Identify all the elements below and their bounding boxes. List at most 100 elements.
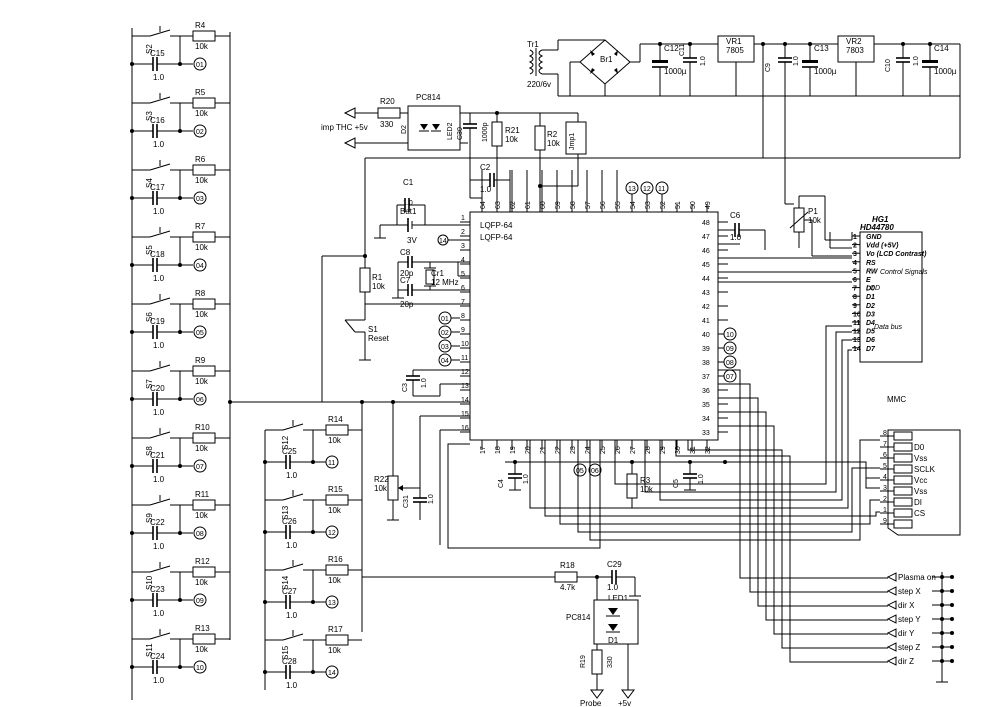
p1-value: 10k — [808, 216, 822, 225]
mcu-pin-number: 6 — [461, 285, 465, 292]
net-label: 01 — [196, 62, 204, 69]
resistor-label: R14 — [328, 415, 343, 424]
c12-label: C12 — [664, 44, 679, 53]
r2-value: 10k — [547, 139, 561, 148]
c2-label: C2 — [480, 163, 491, 172]
switch-label: S6 — [145, 312, 154, 322]
switch-contact — [149, 230, 171, 238]
net-marker — [325, 525, 339, 539]
plus5v-label: +5v — [618, 699, 631, 707]
resistor-value: 10k — [328, 506, 342, 515]
mmc-pin-number: 7 — [883, 441, 887, 448]
resistor-label: R12 — [195, 557, 210, 566]
pullup-resistor — [192, 164, 216, 176]
resistor-value: 10k — [195, 444, 209, 453]
mcu-pin-number: 22 — [555, 446, 562, 454]
net-marker — [193, 191, 207, 205]
mmc-pin-number: 6 — [883, 452, 887, 459]
resistor-value: 10k — [195, 42, 209, 51]
c10-label: C10 — [885, 59, 892, 72]
switch-label: S10 — [145, 575, 154, 590]
mcu-pin-number: 12 — [461, 369, 469, 376]
mmc-pin-name: SCLK — [914, 465, 936, 474]
switch-label: S8 — [145, 446, 154, 456]
led1-label: LED1 — [608, 594, 629, 603]
bus-wiring — [447, 325, 888, 663]
c6-label: C6 — [730, 211, 741, 220]
tr1-value: 220/6v — [527, 80, 551, 89]
net-marker — [325, 665, 339, 679]
net-label: 05 — [196, 330, 204, 337]
mcu-pin-number: 45 — [702, 262, 710, 269]
mmc-title: MMC — [887, 395, 906, 404]
jmp1-label: Jmp1 — [569, 133, 576, 150]
resistor-value: 10k — [195, 310, 209, 319]
mcu-pin-number: 41 — [702, 318, 710, 325]
lcd-pin-name: D6 — [866, 337, 875, 344]
cr1-value: 12 MHz — [431, 278, 459, 287]
c4-value: 1.0 — [523, 474, 530, 484]
lcd-pin-name: D7 — [866, 346, 876, 353]
cap-label: C16 — [150, 116, 165, 125]
mcu-pin-number: 3 — [461, 243, 465, 250]
mcu-pin-number: 13 — [461, 383, 469, 390]
c4-label: C4 — [498, 479, 505, 488]
net-marker — [723, 355, 737, 369]
switch-contact — [282, 423, 304, 431]
output-label: step Y — [898, 615, 921, 624]
net-label: 10 — [726, 332, 734, 339]
r21-label: R21 — [505, 126, 520, 135]
cap-value: 1.0 — [153, 542, 165, 551]
switch-label: S13 — [281, 505, 290, 520]
net-marker — [193, 459, 207, 473]
mmc-pin-number: 4 — [883, 474, 887, 481]
mcu-pin-number: 39 — [702, 346, 710, 353]
r18-value: 4.7k — [560, 583, 576, 592]
switch-contact — [149, 431, 171, 439]
cap-value: 1.0 — [153, 341, 165, 350]
lcd-pin-number: 3 — [853, 251, 857, 258]
power-supply: Tr1 220/6v Br1 C12 1000µ C11 1.0 VR1 780… — [365, 35, 961, 159]
pullup-resistor — [192, 633, 216, 645]
r21-value: 10k — [505, 135, 519, 144]
c12-value: 1000µ — [664, 67, 687, 76]
cap-label: C20 — [150, 384, 165, 393]
r20-resistor — [377, 107, 401, 119]
output-arrow — [886, 642, 897, 652]
switch-label: S3 — [145, 111, 154, 121]
pullup-resistor — [325, 634, 349, 646]
net-marker — [193, 325, 207, 339]
cap-label: C17 — [150, 183, 165, 192]
cap-label: C23 — [150, 585, 165, 594]
net-marker — [193, 57, 207, 71]
net-label: 04 — [196, 263, 204, 270]
net-label: 11 — [328, 460, 335, 467]
c9-value: 1.0 — [793, 56, 800, 66]
mcu-pin-number: 42 — [702, 304, 710, 311]
net-marker — [588, 463, 602, 477]
pullup-resistor — [192, 499, 216, 511]
switch-contact — [149, 163, 171, 171]
c14-label: C14 — [934, 44, 949, 53]
mcu-pin-number: 9 — [461, 327, 465, 334]
resistor-value: 10k — [195, 511, 209, 520]
c31-label: C31 — [403, 495, 410, 508]
cap-value: 1.0 — [153, 73, 165, 82]
c29-label: C29 — [607, 560, 622, 569]
mcu-pin-number: 16 — [461, 425, 469, 432]
net-label: 13 — [628, 186, 636, 193]
mcu-pin-number: 5 — [461, 271, 465, 278]
cap-value: 1.0 — [153, 207, 165, 216]
pullup-resistor — [192, 365, 216, 377]
c29-value: 1.0 — [607, 583, 619, 592]
net-marker — [573, 463, 587, 477]
mcu-pin-number: 19 — [510, 446, 517, 454]
mmc-pin-number: 1 — [883, 507, 887, 514]
switch-label: S11 — [145, 643, 154, 657]
mcu-pin-number: 53 — [645, 201, 652, 209]
cap-value: 1.0 — [153, 408, 165, 417]
net-label: 03 — [196, 196, 204, 203]
probe-opto: R18 4.7k C29 1.0 LED1 PC814 D1 R19 330 P… — [362, 560, 641, 707]
lcd-pin-number: 14 — [853, 346, 861, 353]
